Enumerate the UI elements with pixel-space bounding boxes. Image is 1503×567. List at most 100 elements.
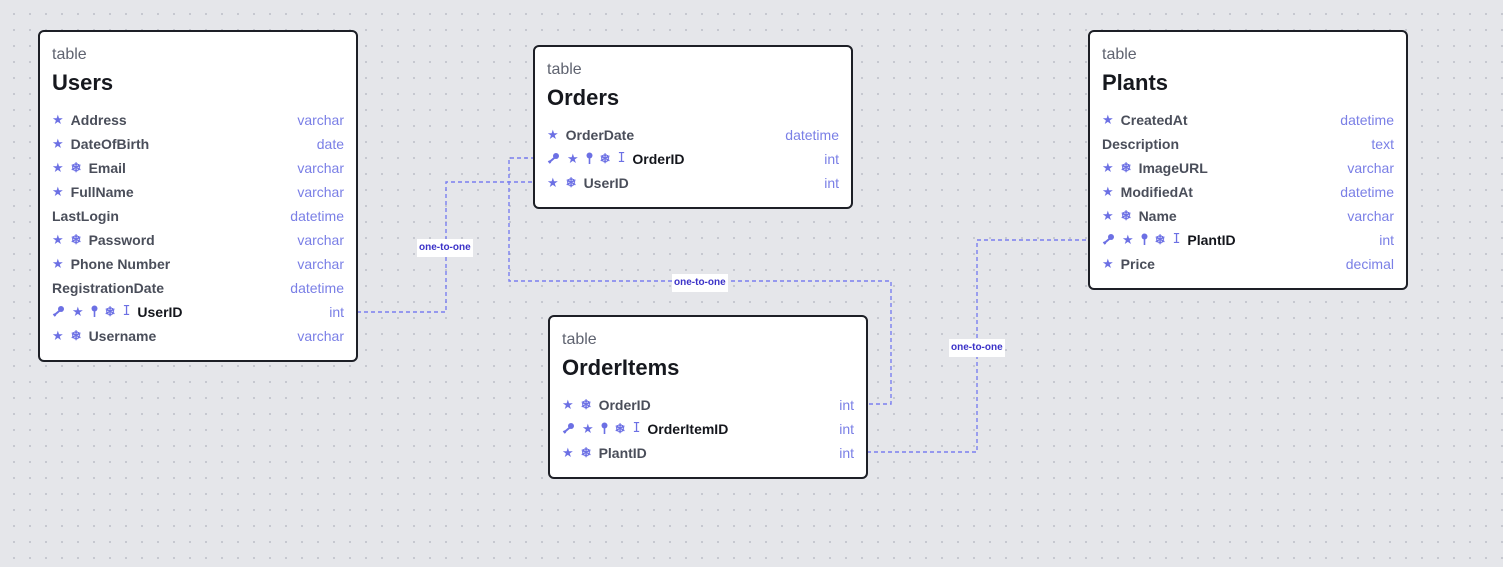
text-cursor-icon: I bbox=[632, 421, 641, 436]
star-icon: ★ bbox=[547, 127, 559, 142]
column-icons: ★ bbox=[1102, 257, 1114, 271]
star-icon: ★ bbox=[52, 136, 64, 151]
star-icon: ★ bbox=[562, 397, 574, 412]
column-icons: ★❄I bbox=[1102, 233, 1180, 248]
column-icons: ★❄ bbox=[562, 398, 592, 412]
column-name: Description bbox=[1102, 136, 1180, 152]
snowflake-icon: ❄ bbox=[70, 328, 82, 343]
snowflake-icon: ❄ bbox=[70, 232, 82, 247]
column-type: int bbox=[329, 304, 344, 320]
column-type: date bbox=[316, 136, 344, 152]
star-icon: ★ bbox=[52, 256, 64, 271]
snowflake-icon: ❄ bbox=[104, 304, 116, 319]
snowflake-icon: ❄ bbox=[1154, 232, 1166, 247]
column-name: ImageURL bbox=[1138, 160, 1208, 176]
column-name: UserID bbox=[583, 175, 629, 191]
pin-icon bbox=[601, 422, 608, 437]
column-type: datetime bbox=[1340, 184, 1394, 200]
snowflake-icon: ❄ bbox=[565, 175, 577, 190]
column-icons: ★❄ bbox=[1102, 161, 1132, 175]
column-type: varchar bbox=[1347, 208, 1394, 224]
column-icons: ★❄I bbox=[547, 152, 625, 167]
column-type: decimal bbox=[1345, 256, 1394, 272]
star-icon: ★ bbox=[52, 328, 64, 343]
column-row[interactable]: ★ ModifiedAt datetime bbox=[1102, 180, 1394, 204]
column-icons: ★ bbox=[52, 113, 64, 127]
column-type: datetime bbox=[290, 208, 344, 224]
column-name: Email bbox=[88, 160, 126, 176]
table-title: Orders bbox=[547, 85, 620, 110]
pin-icon bbox=[586, 152, 593, 167]
column-icons: ★❄ bbox=[547, 176, 577, 190]
column-type: varchar bbox=[297, 184, 344, 200]
column-name: OrderItemID bbox=[647, 421, 729, 437]
column-type: int bbox=[839, 397, 854, 413]
column-type: datetime bbox=[1340, 112, 1394, 128]
column-name: OrderDate bbox=[565, 127, 635, 143]
column-type: int bbox=[1379, 232, 1394, 248]
column-row[interactable]: ★ Address varchar bbox=[52, 108, 344, 132]
column-name: Name bbox=[1138, 208, 1177, 224]
column-name: FullName bbox=[70, 184, 134, 200]
relation-label: one-to-one bbox=[417, 239, 473, 257]
star-icon: ★ bbox=[52, 160, 64, 175]
column-name: LastLogin bbox=[52, 208, 119, 224]
column-icons: ★ bbox=[52, 257, 64, 271]
table-kind-label: table bbox=[547, 61, 582, 78]
star-icon: ★ bbox=[1102, 208, 1114, 223]
key-icon bbox=[1102, 233, 1115, 248]
column-row[interactable]: LastLogin datetime bbox=[52, 204, 344, 228]
relation-orderitems-plants-line[interactable] bbox=[867, 239, 1089, 453]
star-icon: ★ bbox=[567, 151, 579, 166]
column-name: PlantID bbox=[598, 445, 647, 461]
column-icons: ★❄ bbox=[52, 233, 82, 247]
column-row[interactable]: ★❄ ImageURL varchar bbox=[1102, 156, 1394, 180]
column-row[interactable]: ★ ❄ Name varchar bbox=[1102, 204, 1394, 228]
column-name: ModifiedAt bbox=[1120, 184, 1193, 200]
star-icon: ★ bbox=[1102, 184, 1114, 199]
column-type: varchar bbox=[297, 112, 344, 128]
column-name: OrderID bbox=[598, 397, 651, 413]
column-name: Address bbox=[70, 112, 127, 128]
table-kind-label: table bbox=[562, 331, 597, 348]
key-icon bbox=[547, 152, 560, 167]
column-name: UserID bbox=[137, 304, 183, 320]
snowflake-icon: ❄ bbox=[70, 160, 82, 175]
column-type: int bbox=[839, 445, 854, 461]
column-row[interactable]: ★❄ PlantID int bbox=[562, 441, 854, 465]
column-name: RegistrationDate bbox=[52, 280, 165, 296]
column-icons: ★ bbox=[1102, 113, 1114, 127]
table-kind-label: table bbox=[1102, 46, 1137, 63]
column-icons: ★❄ bbox=[52, 161, 82, 175]
column-type: int bbox=[824, 151, 839, 167]
snowflake-icon: ❄ bbox=[1120, 208, 1132, 223]
column-icons: ★ bbox=[547, 128, 559, 142]
column-type: int bbox=[839, 421, 854, 437]
snowflake-icon: ❄ bbox=[580, 397, 592, 412]
column-icons: ★❄ bbox=[562, 446, 592, 460]
table-kind-label: table bbox=[52, 46, 87, 63]
column-type: varchar bbox=[1347, 160, 1394, 176]
